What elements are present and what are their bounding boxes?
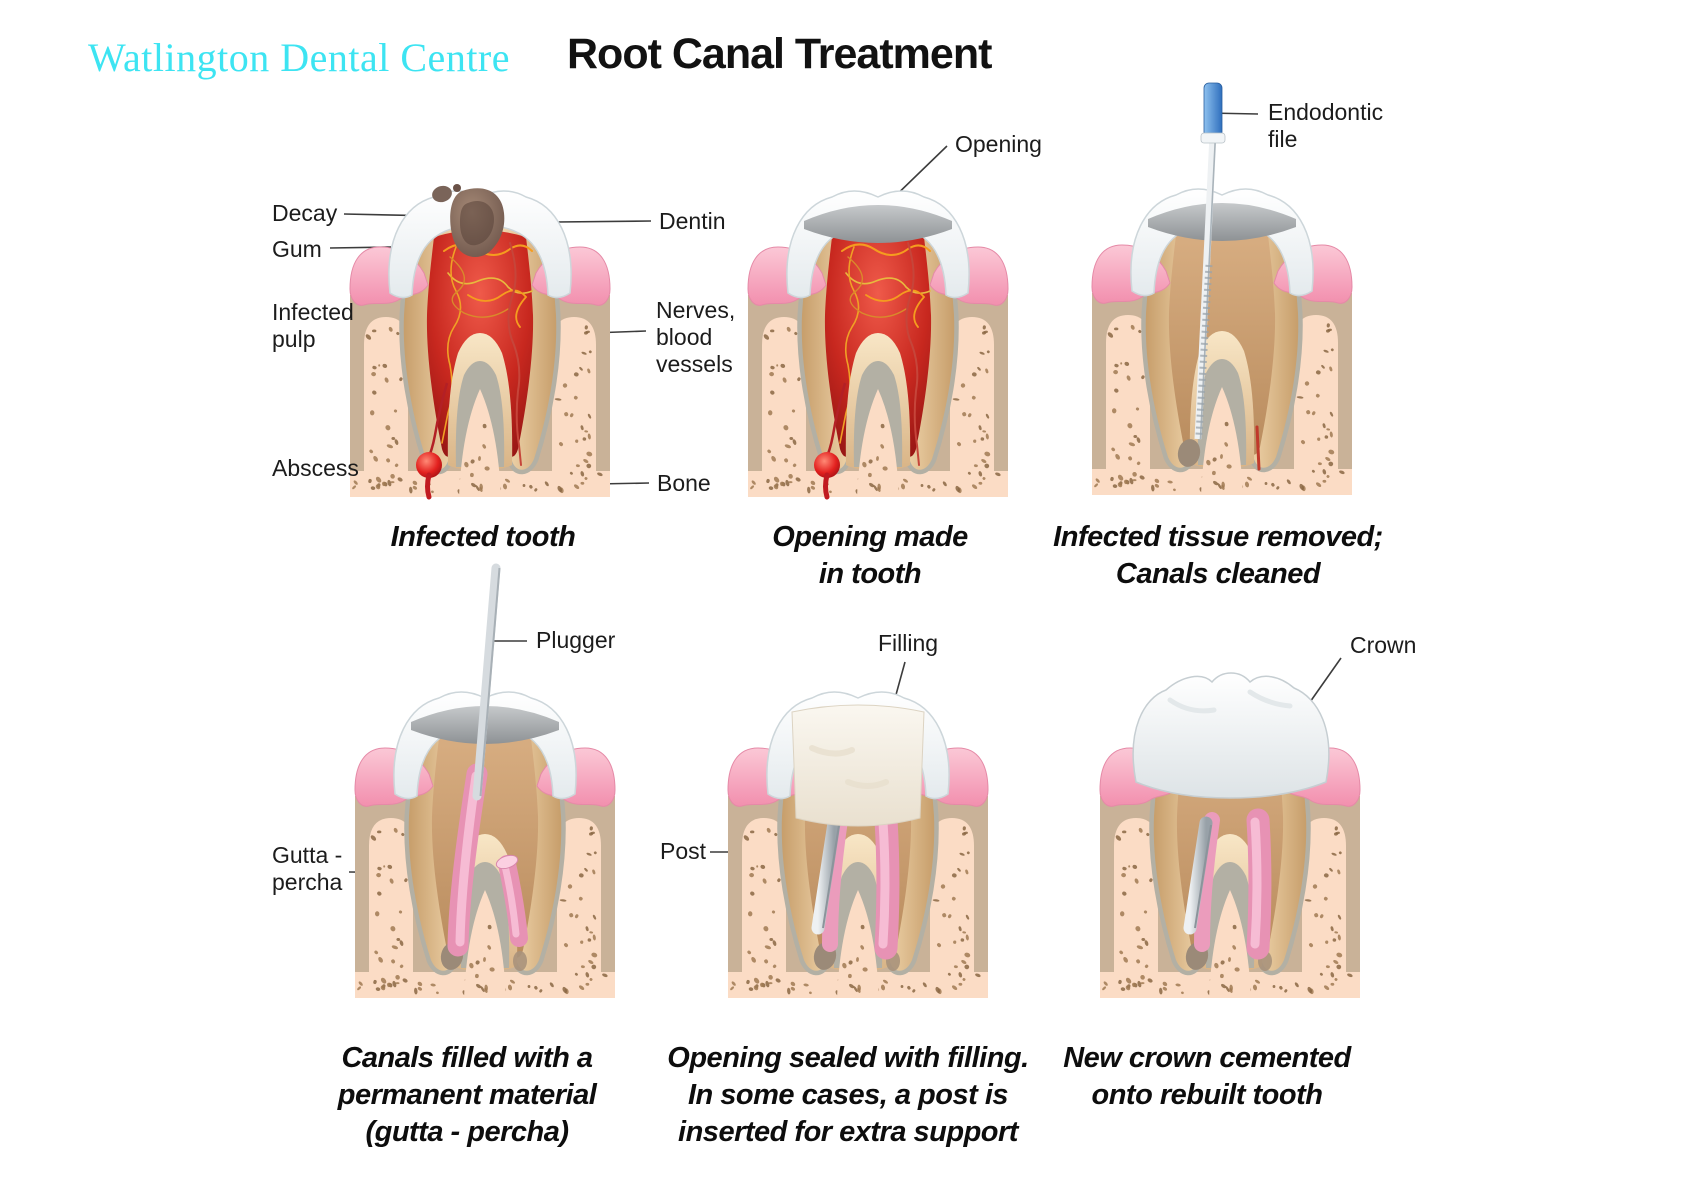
stage-canals-filled-illustration	[354, 563, 616, 998]
nerves-blood-vessels	[441, 242, 533, 466]
nerves-blood-vessels	[839, 242, 931, 466]
label-opening: Opening	[955, 131, 1042, 157]
stage-opening-made-illustration	[747, 177, 1009, 500]
inter-root-bone	[464, 890, 506, 998]
filling-block	[791, 704, 925, 827]
abscess	[416, 382, 449, 500]
caption-canals-filled: Canals filled with a permanent material …	[337, 1042, 597, 1148]
stage-opening-sealed-illustration	[727, 678, 989, 998]
label-plugger: Plugger	[536, 627, 616, 653]
opening-slab	[1148, 203, 1296, 241]
label-filling: Filling	[878, 630, 939, 656]
page-title: Root Canal Treatment	[567, 30, 992, 78]
label-gutta-percha: Gutta - percha	[272, 842, 343, 895]
sealed-root-tips	[1177, 425, 1261, 471]
caption-canals-cleaned: Infected tissue removed; Canals cleaned	[1053, 521, 1383, 590]
clinic-brand: Watlington Dental Centre	[88, 35, 510, 80]
inter-root-bone	[837, 890, 879, 998]
endodontic-file-tool	[1194, 82, 1226, 440]
inter-root-bone	[1201, 387, 1243, 495]
caption-new-crown: New crown cemented onto rebuilt tooth	[1063, 1042, 1351, 1111]
stage-infected-tooth-illustration	[349, 177, 611, 500]
inter-root-bone	[857, 389, 899, 497]
dental-post	[1183, 816, 1213, 935]
label-nerves-vessels: Nerves, blood vessels	[656, 297, 736, 377]
plugger-tool	[472, 563, 501, 801]
inter-root-bone	[1209, 890, 1251, 998]
label-post: Post	[660, 838, 707, 864]
inter-root-bone	[459, 389, 501, 497]
dental-post	[811, 816, 841, 935]
caption-infected-tooth: Infected tooth	[390, 521, 576, 553]
label-crown: Crown	[1350, 632, 1417, 658]
label-infected-pulp: Infected pulp	[272, 299, 354, 352]
stage-canals-cleaned-illustration	[1091, 82, 1353, 495]
label-abscess: Abscess	[272, 455, 359, 481]
crown-cap	[1132, 672, 1330, 799]
label-bone: Bone	[657, 470, 711, 496]
opening-slab	[804, 205, 952, 243]
caption-opening-made: Opening made in tooth	[772, 521, 968, 590]
label-dentin: Dentin	[659, 208, 726, 234]
caption-opening-sealed: Opening sealed with filling. In some cas…	[667, 1042, 1029, 1148]
decay-blob	[432, 184, 505, 257]
label-gum: Gum	[272, 236, 322, 262]
label-endodontic-file: Endodontic file	[1268, 99, 1384, 152]
label-decay: Decay	[272, 200, 338, 226]
stage-new-crown-illustration	[1099, 672, 1361, 998]
abscess	[814, 382, 847, 500]
